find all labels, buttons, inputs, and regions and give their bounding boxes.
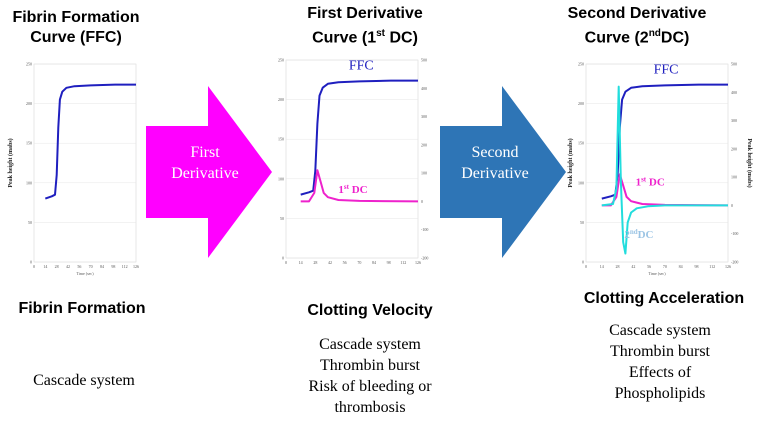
x-tick-label: 56 <box>647 264 651 269</box>
panel-3-title-line2: Curve (2ndDC) <box>584 28 690 47</box>
y2-tick-label: 500 <box>421 58 427 63</box>
y2-tick-label: 300 <box>421 114 427 119</box>
y-tick-label: 100 <box>278 176 284 181</box>
x-tick-label: 126 <box>133 264 139 269</box>
y-axis-label: Peak height (mabs) <box>7 138 14 187</box>
x-tick-label: 112 <box>400 260 406 265</box>
x-tick-label: 98 <box>387 260 391 265</box>
x-tick-label: 84 <box>100 264 104 269</box>
panel-3-title: Second Derivative Curve (2ndDC) <box>548 4 726 48</box>
x-axis-label: Time (sec) <box>648 271 666 276</box>
x-tick-label: 42 <box>631 264 635 269</box>
y-tick-label: 0 <box>582 260 584 265</box>
y2-tick-label: 500 <box>731 62 737 67</box>
y2-tick-label: 200 <box>731 146 737 151</box>
first-dc-curve-label: 1st DC <box>338 183 367 196</box>
panel-2-subtitle: Clotting Velocity <box>307 302 433 319</box>
y-tick-label: 200 <box>26 101 32 106</box>
ffc-curve-label: FFC <box>349 59 374 74</box>
first-derivative-arrow <box>146 86 272 258</box>
y-tick-label: 250 <box>278 58 284 63</box>
y-tick-label: 150 <box>26 141 32 146</box>
y2-tick-label: -200 <box>421 256 428 261</box>
panel-1-subtitle: Fibrin Formation <box>18 300 146 317</box>
y-tick-label: 200 <box>278 97 284 102</box>
ffc-curve-label: FFC <box>654 63 679 78</box>
2nddc-line <box>601 85 728 255</box>
x-tick-label: 126 <box>415 260 421 265</box>
y-tick-label: 250 <box>578 62 584 67</box>
y-tick-label: 0 <box>30 260 32 265</box>
y-tick-label: 50 <box>580 220 584 225</box>
y2-tick-label: -100 <box>731 231 738 236</box>
y-tick-label: 250 <box>26 62 32 67</box>
first-dc-chart: 0 50 100 150 200 250 0 14 28 42 56 70 84 98 112 126-200… <box>278 58 428 266</box>
panel-2-description: Cascade system Thrombin burst Risk of bl… <box>308 336 432 416</box>
y2-tick-label: 400 <box>421 86 427 91</box>
x-tick-label: 98 <box>111 264 115 269</box>
y2-tick-label: 200 <box>421 142 427 147</box>
x-tick-label: 98 <box>694 264 698 269</box>
x-tick-label: 42 <box>66 264 70 269</box>
x-tick-label: 84 <box>372 260 376 265</box>
y2-tick-label: -100 <box>421 227 428 232</box>
x-tick-label: 126 <box>725 264 731 269</box>
x-tick-label: 70 <box>357 260 361 265</box>
x-tick-label: 28 <box>55 264 59 269</box>
x-tick-label: 56 <box>343 260 347 265</box>
x-tick-label: 42 <box>328 260 332 265</box>
x-tick-label: 70 <box>663 264 667 269</box>
first-dc-curve-label: 1st DC <box>636 176 665 189</box>
panel-3-description: Cascade system Thrombin burst Effects of… <box>609 322 711 402</box>
y-tick-label: 200 <box>578 101 584 106</box>
y-tick-label: 50 <box>280 216 284 221</box>
second-dc-chart: 0 50 100 150 200 250 0 14 28 42 56 70 84 98 112 126-200… <box>567 62 753 277</box>
x-tick-label: 14 <box>600 264 604 269</box>
x-tick-label: 84 <box>679 264 683 269</box>
x-tick-label: 0 <box>285 260 287 265</box>
x-tick-label: 14 <box>43 264 47 269</box>
y2-tick-label: 0 <box>731 203 733 208</box>
x-tick-label: 14 <box>299 260 303 265</box>
y-tick-label: 50 <box>28 220 32 225</box>
plot-area <box>585 63 729 263</box>
y2-tick-label: 300 <box>731 118 737 123</box>
y2-tick-label: 100 <box>731 175 737 180</box>
y-tick-label: 150 <box>578 141 584 146</box>
second-derivative-arrow-label: Second Derivative <box>461 144 529 182</box>
y-tick-label: 100 <box>26 180 32 185</box>
x-tick-label: 28 <box>313 260 317 265</box>
y2-axis-label: Peak height (mabs) <box>746 138 753 187</box>
y-tick-label: 150 <box>278 137 284 142</box>
y2-tick-label: 400 <box>731 90 737 95</box>
panel-2-title: First Derivative Curve (1st DC) <box>280 4 450 48</box>
second-dc-curve-label: 2ndDC <box>624 228 653 241</box>
y2-tick-label: 100 <box>421 171 427 176</box>
second-derivative-arrow <box>440 86 566 258</box>
ffc-chart: 0 50 100 150 200 250 0 14 28 42 56 70 84 98 112 126Time… <box>0 58 150 286</box>
x-tick-label: 70 <box>89 264 93 269</box>
x-tick-label: 112 <box>122 264 128 269</box>
ffc-line <box>300 79 418 196</box>
plot-area <box>33 63 137 263</box>
x-tick-label: 0 <box>585 264 587 269</box>
x-tick-label: 0 <box>33 264 35 269</box>
panel-3-subtitle: Clotting Acceleration <box>583 290 745 307</box>
y2-tick-label: -200 <box>731 260 738 265</box>
first-derivative-arrow-label: First Derivative <box>171 144 239 182</box>
y-axis-label: Peak height (mabs) <box>567 138 574 187</box>
y2-tick-label: 0 <box>421 199 423 204</box>
x-tick-label: 56 <box>77 264 81 269</box>
panel-1-description: Cascade system <box>33 372 135 389</box>
x-axis-label: Time (sec) <box>76 271 94 276</box>
1st-dc-line <box>300 169 419 203</box>
panel-2-title-line2: Curve (1st DC) <box>312 28 418 47</box>
y-tick-label: 100 <box>578 180 584 185</box>
plot-area <box>285 59 419 259</box>
panel-1-title: Fibrin Formation Curve (FFC) <box>12 9 140 46</box>
x-tick-label: 112 <box>709 264 715 269</box>
y-tick-label: 0 <box>282 256 284 261</box>
x-tick-label: 28 <box>616 264 620 269</box>
ffc-line <box>44 83 136 200</box>
